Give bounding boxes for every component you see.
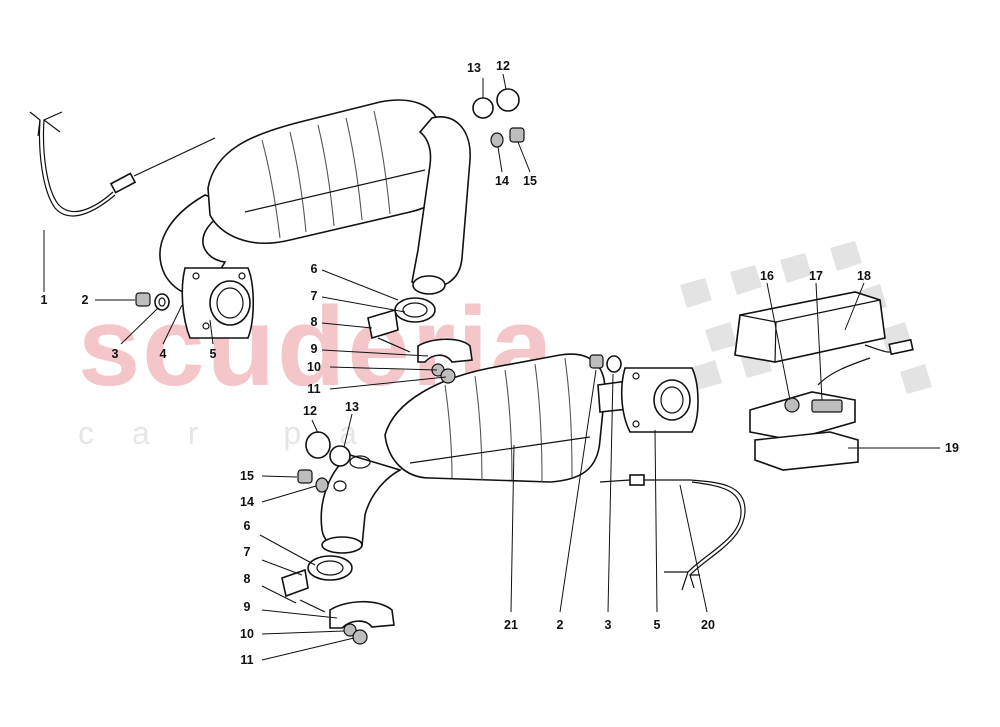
callout-8-lower: 8 xyxy=(244,572,251,586)
callout-15: 15 xyxy=(523,174,537,188)
callout-14: 14 xyxy=(495,174,509,188)
callout-10-lower: 10 xyxy=(240,627,254,641)
callout-8: 8 xyxy=(311,315,318,329)
leader-lines xyxy=(43,73,940,661)
oxygen-sensor-upper xyxy=(29,111,216,217)
hardware-lower xyxy=(281,354,622,645)
lower-catalytic-converter xyxy=(320,353,699,554)
callout-13: 13 xyxy=(467,61,481,75)
callout-10: 10 xyxy=(307,360,321,374)
callout-7-lower: 7 xyxy=(244,545,251,559)
callout-labels: 1 2 3 4 5 6 7 8 9 10 11 13 12 14 15 16 1… xyxy=(41,59,959,667)
callout-19: 19 xyxy=(945,441,959,455)
hardware-upper xyxy=(135,88,525,384)
callout-5: 5 xyxy=(210,347,217,361)
callout-6-lower: 6 xyxy=(244,519,251,533)
callout-3: 3 xyxy=(112,347,119,361)
callout-1: 1 xyxy=(41,293,48,307)
callout-11: 11 xyxy=(307,382,320,396)
callout-18: 18 xyxy=(857,269,871,283)
callout-21: 21 xyxy=(504,618,518,632)
callout-2-lower: 2 xyxy=(557,618,564,632)
callout-15-lower: 15 xyxy=(240,469,254,483)
callout-12: 12 xyxy=(496,59,510,73)
callout-5-lower: 5 xyxy=(654,618,661,632)
oxygen-sensor-lower xyxy=(599,474,746,591)
callout-9: 9 xyxy=(311,342,318,356)
callout-9-lower: 9 xyxy=(244,600,251,614)
control-unit xyxy=(734,291,914,471)
callout-11-lower: 11 xyxy=(240,653,253,667)
callout-6: 6 xyxy=(311,262,318,276)
callout-17: 17 xyxy=(809,269,823,283)
callout-4: 4 xyxy=(160,347,167,361)
callout-13-lower: 13 xyxy=(345,400,359,414)
callout-16: 16 xyxy=(760,269,774,283)
callout-12-lower: 12 xyxy=(303,404,317,418)
callout-7: 7 xyxy=(311,289,318,303)
callout-14-lower: 14 xyxy=(240,495,254,509)
upper-catalytic-converter xyxy=(159,99,471,339)
callout-2: 2 xyxy=(82,293,89,307)
callout-3-lower: 3 xyxy=(605,618,612,632)
callout-20: 20 xyxy=(701,618,715,632)
